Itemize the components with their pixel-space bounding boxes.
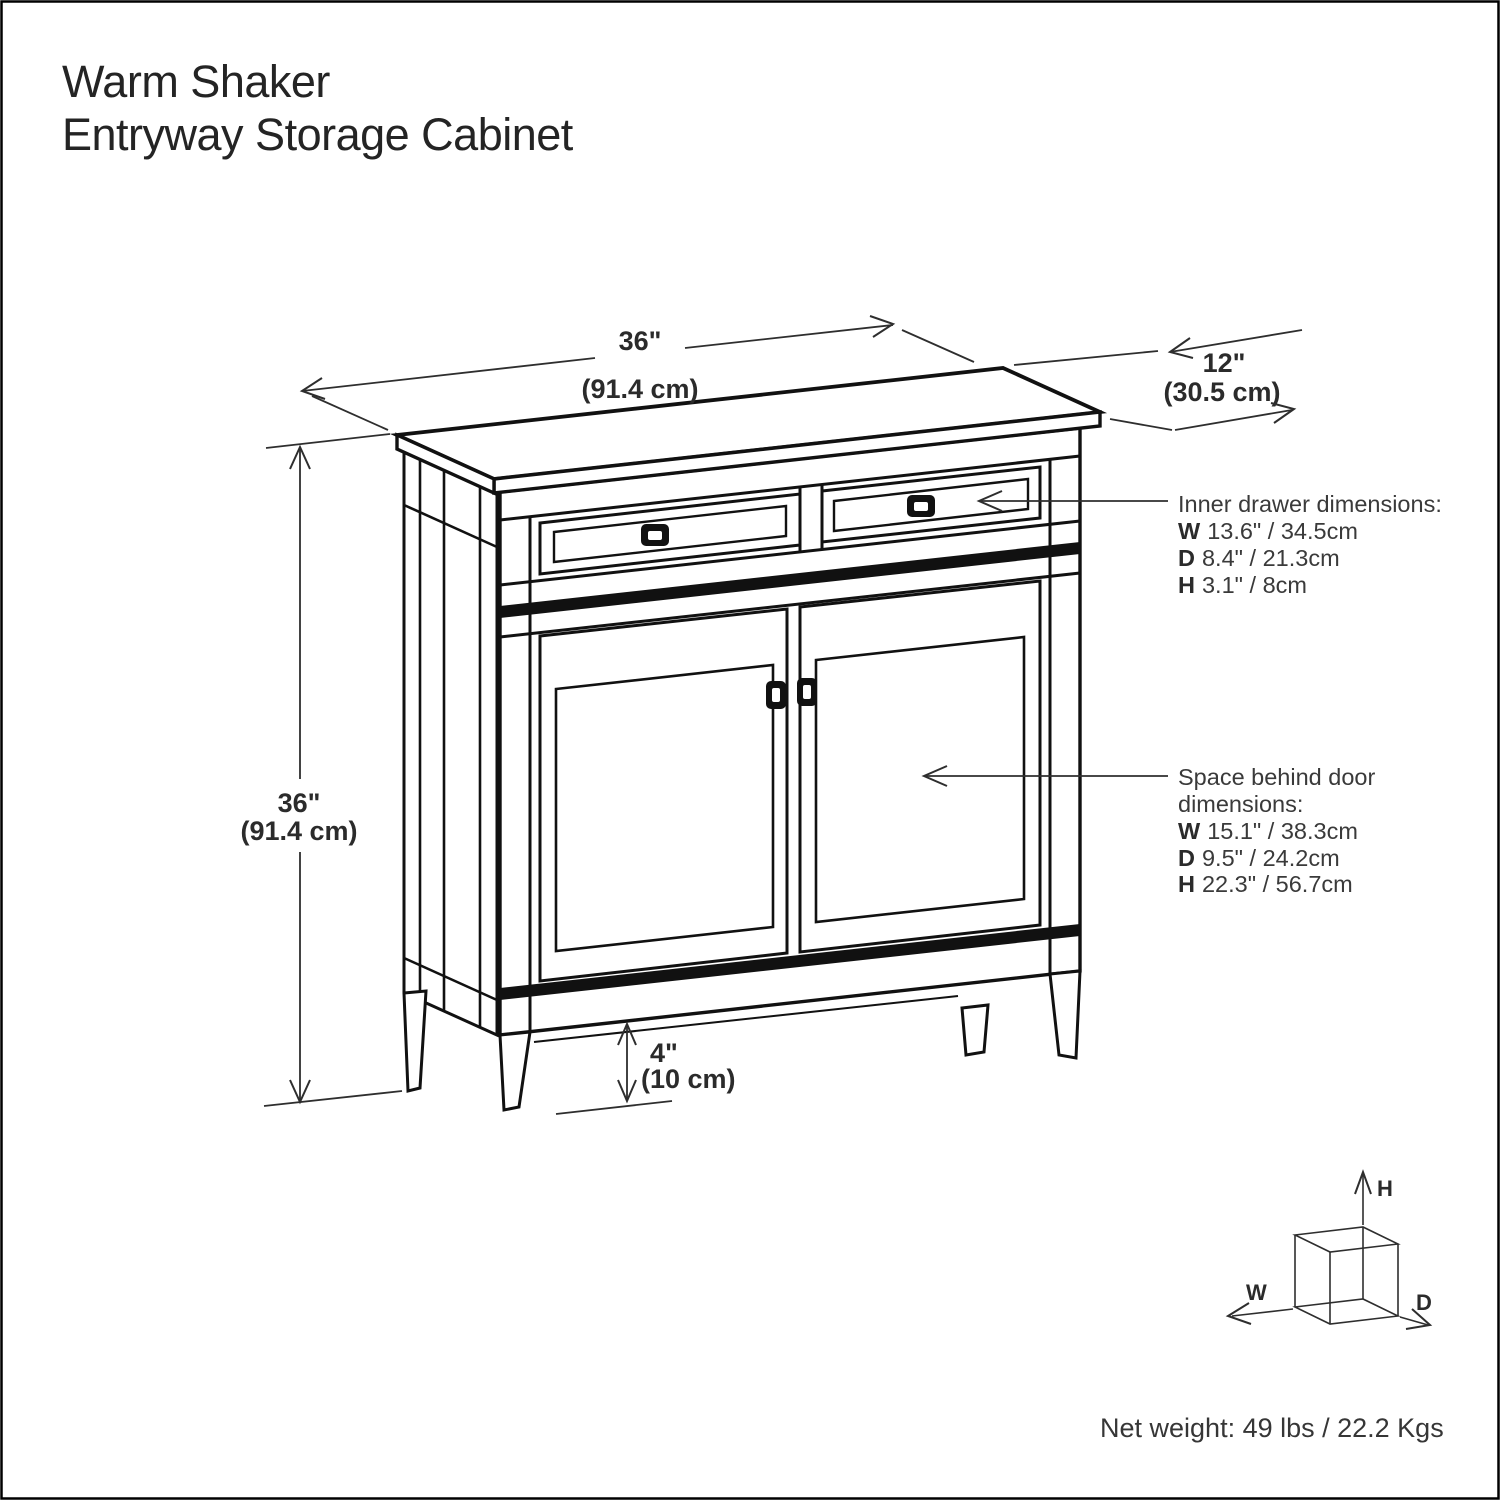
arrow-upleft-icon	[1167, 337, 1194, 359]
dim-clearance-metric: (10 cm)	[641, 1064, 736, 1094]
space-door-title1: Space behind door	[1178, 764, 1375, 790]
arrow-down-icon	[617, 1079, 637, 1104]
axis-w-arrow-icon	[1225, 1302, 1252, 1325]
page-title: Warm Shaker Entryway Storage Cabinet	[62, 56, 574, 160]
title-line2: Entryway Storage Cabinet	[62, 109, 574, 160]
leg-back-left	[402, 989, 428, 1093]
dim-width-value: 36"	[619, 326, 662, 356]
arrow-right-icon	[869, 315, 896, 338]
arrow-up-icon	[289, 444, 311, 470]
axis-d-arrow-icon	[1405, 1308, 1433, 1330]
arrow-left-icon	[299, 377, 326, 400]
leg-front-left	[498, 1030, 532, 1112]
door-right	[797, 579, 1042, 954]
axis-cube-legend: H W D	[1225, 1169, 1433, 1330]
arrow-left-icon	[976, 490, 1003, 512]
axis-w-label: W	[1246, 1280, 1267, 1305]
door-left	[538, 607, 789, 983]
axis-d-label: D	[1416, 1290, 1432, 1315]
dim-height-value: 36"	[278, 788, 321, 818]
axis-h-label: H	[1377, 1176, 1393, 1201]
inner-drawer-title: Inner drawer dimensions:	[1178, 491, 1442, 517]
arrow-downright-icon	[1270, 402, 1297, 424]
dim-height-metric: (91.4 cm)	[240, 816, 357, 846]
cabinet-drawing	[389, 366, 1108, 1112]
leg-back-right	[960, 1003, 990, 1057]
arrow-up-icon	[617, 1021, 637, 1046]
dim-clearance-value: 4"	[650, 1038, 678, 1068]
net-weight-label: Net weight: 49 lbs / 22.2 Kgs	[1100, 1413, 1444, 1443]
under-drawer-rail	[500, 542, 1080, 618]
under-door-rail	[500, 924, 1080, 1000]
arrow-left-icon	[921, 765, 948, 787]
dim-depth: 12" (30.5 cm)	[1013, 329, 1303, 431]
dim-depth-value: 12"	[1203, 348, 1246, 378]
space-door-title2: dimensions:	[1178, 791, 1303, 817]
dim-depth-metric: (30.5 cm)	[1163, 377, 1280, 407]
dim-clearance: 4" (10 cm)	[555, 1021, 736, 1115]
dim-width: 36" (91.4 cm)	[299, 315, 975, 431]
back-rail-line	[533, 995, 959, 1043]
axis-h-arrow-icon	[1354, 1169, 1372, 1195]
title-line1: Warm Shaker	[62, 56, 330, 107]
dim-width-metric: (91.4 cm)	[581, 374, 698, 404]
dim-height: 36" (91.4 cm)	[240, 433, 403, 1107]
drawer-right	[820, 465, 1042, 544]
leg-front-right	[1048, 969, 1082, 1060]
